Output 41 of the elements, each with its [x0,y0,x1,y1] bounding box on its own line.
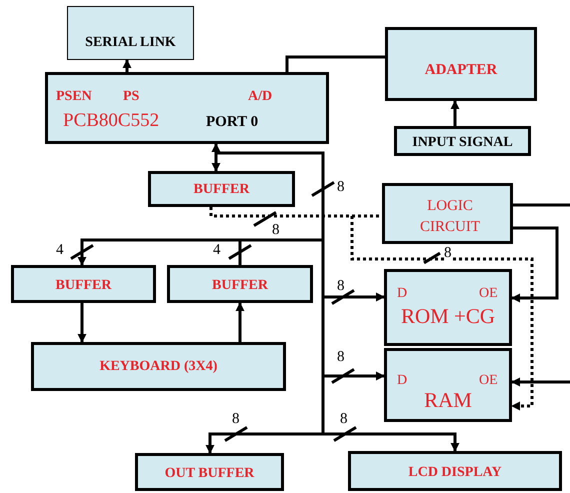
block-label: A/D [248,89,272,104]
block-label: ADAPTER [424,62,498,78]
block-label: D [397,286,408,302]
block-box [384,269,512,346]
block-box [385,27,537,101]
block-box [348,451,562,491]
connector-arrow [511,226,558,302]
block-label: BUFFER [54,278,113,294]
block-label: KEYBOARD (3X4) [98,359,218,374]
block-box [394,126,531,156]
block-box [384,348,512,422]
block-box [148,171,295,207]
block-box [167,265,313,303]
block-label: ROM +CG [400,305,496,328]
bus-width-label: 8 [444,246,452,261]
block-label: LOGIC CIRCUIT [419,197,481,237]
block-label: RAM [423,389,473,412]
connector-arrow [450,100,460,126]
block-box [67,6,194,60]
block-label: D [397,373,408,388]
block-box [31,342,286,391]
block-label: OUT BUFFER [164,466,256,482]
block-label: PS [123,89,140,104]
block-label: LCD DISPLAY [407,465,503,480]
block-label: BUFFER [211,278,270,294]
block-box [11,265,156,303]
connector-arrow [511,378,570,386]
block-label: PORT 0 [206,114,258,130]
block-box [382,183,513,244]
block-label: INPUT SIGNAL [411,135,514,150]
connector-arrow [236,302,244,342]
block-label: PCB80C552 [63,111,160,132]
block-label: BUFFER [192,182,251,198]
block-label: OE [479,373,498,388]
block-box [135,453,284,491]
connector-arrow [122,59,132,72]
block-label: PSEN [56,89,92,104]
connector-arrow [78,303,86,343]
block-label: OE [479,286,498,302]
block-label: SERIAL LINK [84,35,177,50]
block-box [45,72,329,144]
